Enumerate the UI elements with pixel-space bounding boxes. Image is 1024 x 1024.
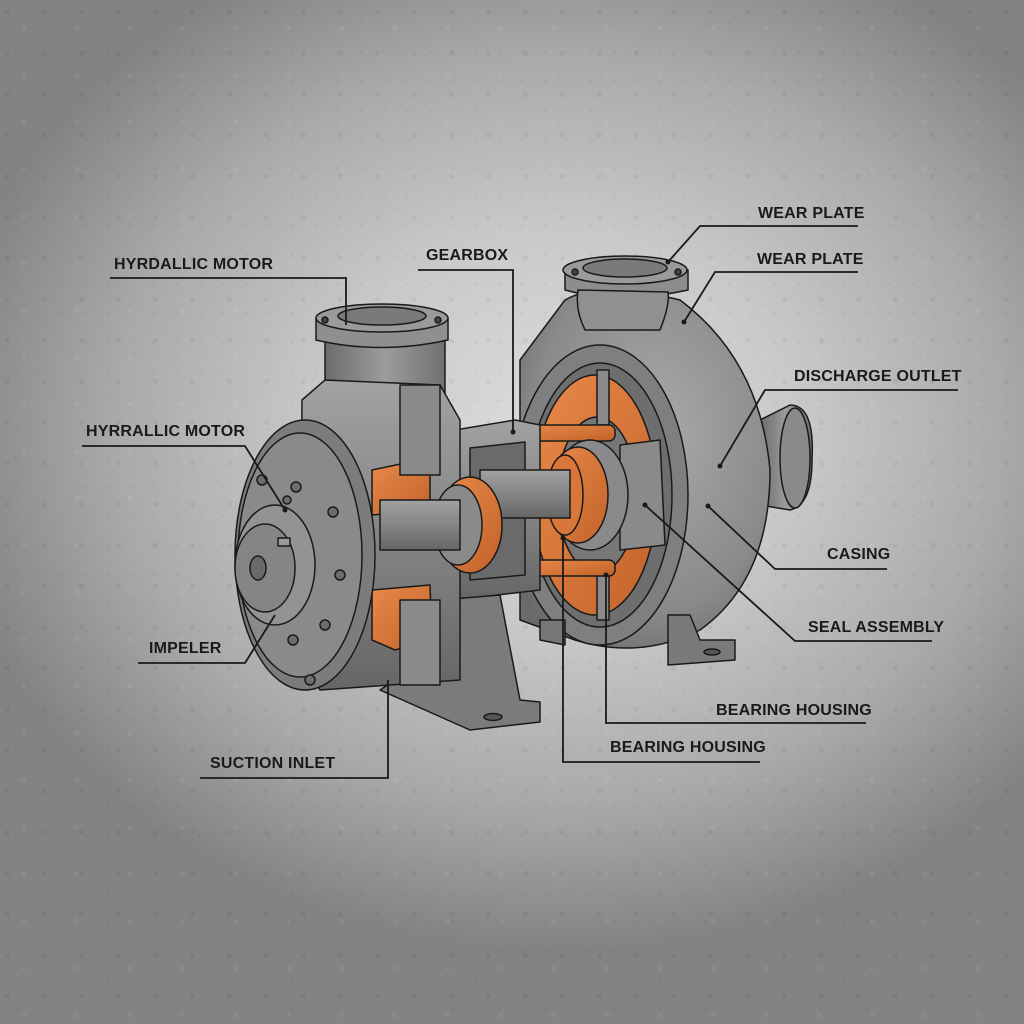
label-bearing-housing-1: BEARING HOUSING	[716, 702, 872, 719]
label-hydraulic-motor-left: HYRRALLIC MOTOR	[86, 423, 246, 440]
label-discharge-outlet: DISCHARGE OUTLET	[794, 368, 962, 385]
label-impeller: IMPELER	[149, 640, 222, 657]
label-wear-plate-2: WEAR PLATE	[757, 251, 864, 268]
casing-volute	[511, 255, 814, 666]
label-wear-plate-1: WEAR PLATE	[758, 205, 865, 222]
label-gearbox: GEARBOX	[426, 247, 509, 264]
leader-lines	[82, 225, 958, 779]
pump-body	[234, 255, 814, 731]
label-suction-inlet: SUCTION INLET	[210, 755, 336, 772]
label-casing: CASING	[827, 546, 891, 563]
label-bearing-housing-2: BEARING HOUSING	[610, 739, 766, 756]
leader-dots	[282, 259, 723, 578]
label-hydraulic-motor-top: HYRDALLIC MOTOR	[114, 256, 274, 273]
label-seal-assembly: SEAL ASSEMBLY	[808, 619, 945, 636]
